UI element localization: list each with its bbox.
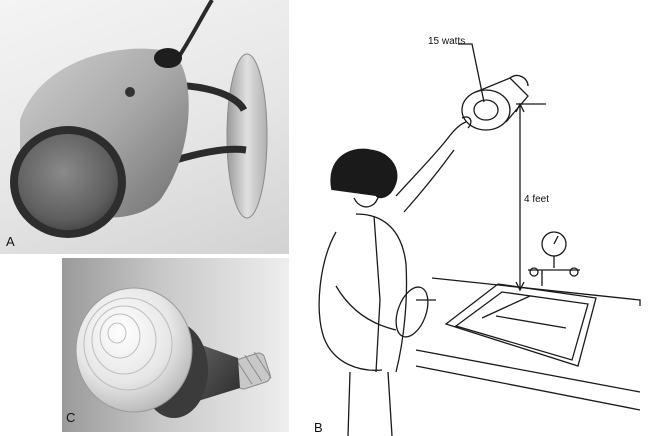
counter-and-sink (415, 277, 641, 411)
wattage-leader-line (458, 43, 485, 103)
faucet-and-thermometer (528, 231, 580, 286)
led-dome-lens (75, 287, 193, 413)
led-safelight-bulb-illustration (75, 287, 272, 418)
darkroom-safelight-line-drawing (318, 43, 641, 436)
technician-figure (318, 116, 472, 436)
distance-dimension-line (515, 102, 546, 292)
mount-bracket-lower (175, 145, 247, 164)
wall-mount-disc (226, 53, 268, 219)
panel-b-safelight-test-drawing: 15 watts 4 feet B (296, 0, 650, 436)
panel-label-c: C (66, 410, 76, 425)
bracket-screw (125, 87, 135, 97)
wattage-label: 15 watts (428, 36, 466, 47)
panel-c-led-bulb-photo: C (62, 258, 289, 432)
safelight-lamp-drawing (461, 74, 529, 131)
power-cable (176, 0, 214, 60)
panel-label-b: B (314, 420, 323, 435)
lamp-socket-cap (154, 48, 182, 68)
safelight-filter-lens (18, 134, 118, 230)
panel-label-a: A (6, 234, 15, 249)
panel-a-lamp-photo: A (0, 0, 289, 254)
distance-label: 4 feet (524, 194, 550, 205)
safelight-lamp-illustration (10, 0, 268, 238)
